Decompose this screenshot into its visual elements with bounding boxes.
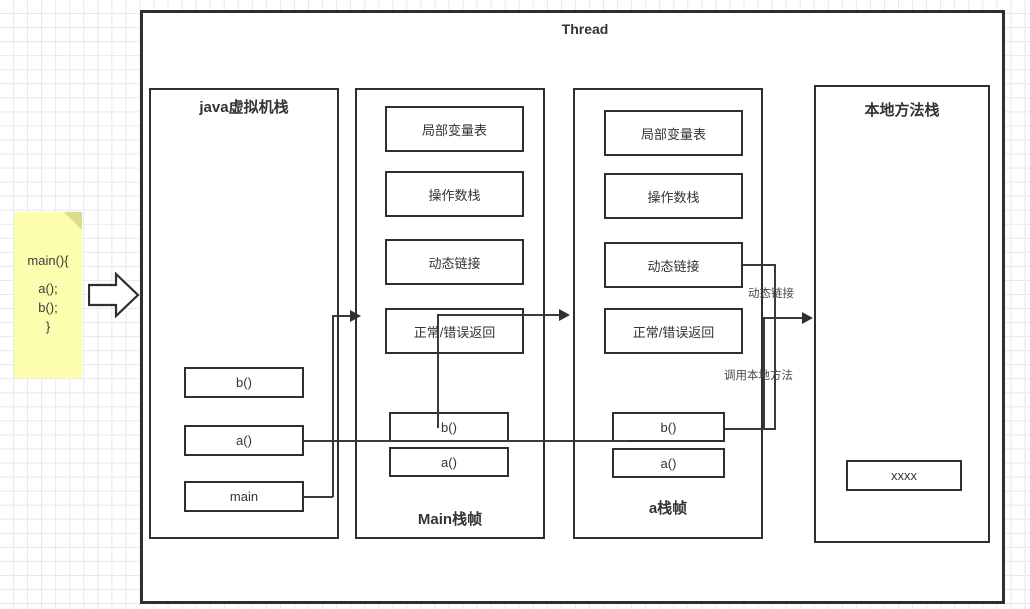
connector-mainframe-to-aframe-arrow-icon xyxy=(559,309,570,321)
a-frame-title: a栈帧 xyxy=(648,500,688,517)
sticky-note-text: main(){ a(); b(); } xyxy=(14,252,82,336)
main-slot-local-vars[interactable]: 局部变量表 xyxy=(385,106,524,152)
note-line-4: } xyxy=(45,318,51,334)
connector-native-arrow-icon xyxy=(802,312,813,324)
native-stack-title: 本地方法栈 xyxy=(864,102,940,119)
connector-main-to-mainframe-v xyxy=(332,315,334,497)
connector-main-to-mainframe-h1 xyxy=(304,496,333,498)
main-frame-a[interactable]: a() xyxy=(389,447,509,477)
main-frame-b[interactable]: b() xyxy=(389,412,509,442)
main-frame-title: Main栈帧 xyxy=(417,511,483,528)
connector-aframe-b-h xyxy=(725,428,776,430)
note-line-2: a(); xyxy=(38,280,58,296)
sticky-fold-icon xyxy=(64,212,82,230)
connector-dynamic-link-h xyxy=(743,264,776,266)
thread-title: Thread xyxy=(561,21,609,37)
a-frame-a[interactable]: a() xyxy=(612,448,725,478)
entry-block-arrow-icon xyxy=(87,271,140,319)
connector-mainframe-to-aframe-h xyxy=(437,314,561,316)
jvm-frame-main[interactable]: main xyxy=(184,481,304,512)
note-line-1: main(){ xyxy=(27,253,69,268)
a-slot-return[interactable]: 正常/错误返回 xyxy=(604,308,743,354)
main-slot-dynamic-link[interactable]: 动态链接 xyxy=(385,239,524,285)
connector-main-to-mainframe-arrow-icon xyxy=(350,310,361,322)
jvm-frame-a[interactable]: a() xyxy=(184,425,304,456)
column-jvm-stack xyxy=(149,88,339,539)
a-frame-b[interactable]: b() xyxy=(612,412,725,442)
connector-native-h xyxy=(763,317,804,319)
jvm-stack-title: java虚拟机栈 xyxy=(199,99,289,116)
native-frame-xxxx[interactable]: xxxx xyxy=(846,460,962,491)
main-slot-operand-stack[interactable]: 操作数栈 xyxy=(385,171,524,217)
connector-main-to-mainframe-h2 xyxy=(332,315,352,317)
connector-native-riser xyxy=(763,317,765,430)
edge-label-dynamic-link: 动态链接 xyxy=(748,288,794,300)
connector-dynamic-link-v xyxy=(774,264,776,429)
code-sticky-note: main(){ a(); b(); } xyxy=(14,212,82,378)
jvm-frame-b[interactable]: b() xyxy=(184,367,304,398)
connector-a-to-aframe-h xyxy=(304,440,628,442)
a-slot-operand-stack[interactable]: 操作数栈 xyxy=(604,173,743,219)
a-slot-local-vars[interactable]: 局部变量表 xyxy=(604,110,743,156)
edge-label-call-native: 调用本地方法 xyxy=(724,370,793,382)
a-slot-dynamic-link[interactable]: 动态链接 xyxy=(604,242,743,288)
connector-mainframe-b-riser xyxy=(437,314,439,428)
note-line-3: b(); xyxy=(38,299,58,315)
